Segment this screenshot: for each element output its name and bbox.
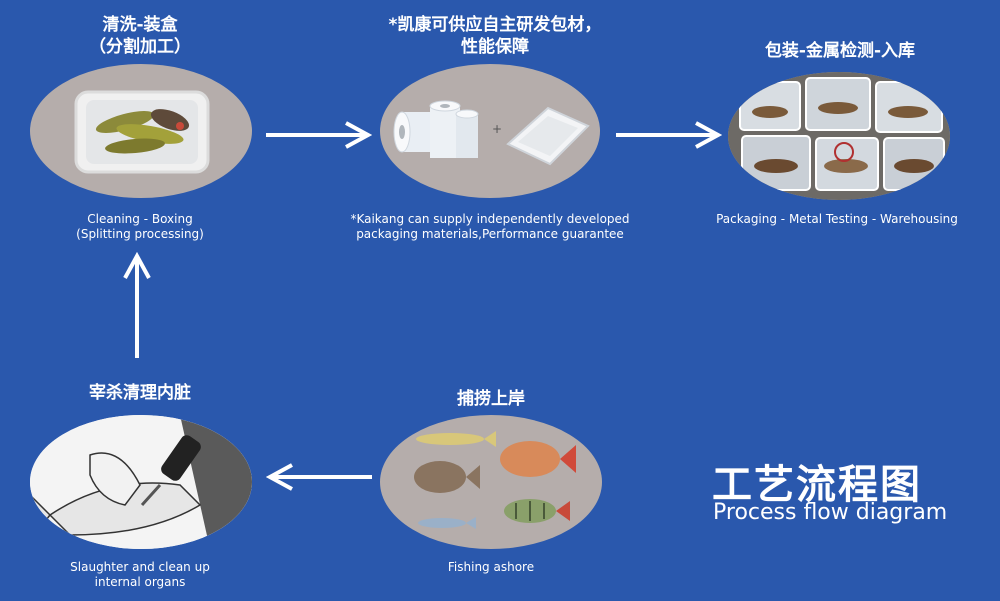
fishing-title: 捕捞上岸 [457, 389, 525, 409]
slaughter-caption: Slaughter and clean up internal organs [70, 560, 210, 589]
arrow-right-1 [266, 121, 372, 149]
plus-sign: + [492, 122, 503, 136]
arrow-left [266, 463, 372, 491]
cleaning-title: 清洗-装盒 （分割加工） [89, 15, 191, 57]
packaging-caption: Packaging - Metal Testing - Warehousing [716, 212, 958, 226]
fishing-image [380, 415, 602, 549]
arrow-right-2 [616, 121, 722, 149]
packaging-image [728, 72, 950, 200]
slaughter-image [30, 415, 252, 549]
arrow-up [123, 252, 151, 358]
diagram-title-cn: 工艺流程图 [712, 462, 922, 508]
fishing-caption: Fishing ashore [447, 560, 535, 574]
cleaning-caption: Cleaning - Boxing (Splitting processing) [76, 212, 204, 241]
slaughter-title: 宰杀清理内脏 [89, 383, 191, 403]
packaging-title: 包装-金属检测-入库 [764, 41, 916, 61]
packaging-material-caption: *Kaikang can supply independently develo… [350, 212, 630, 241]
packaging-material-image [380, 64, 600, 198]
diagram-title-en: Process flow diagram [713, 500, 948, 525]
packaging-material-title: *凯康可供应自主研发包材， 性能保障 [388, 15, 602, 57]
cleaning-image [30, 64, 252, 198]
